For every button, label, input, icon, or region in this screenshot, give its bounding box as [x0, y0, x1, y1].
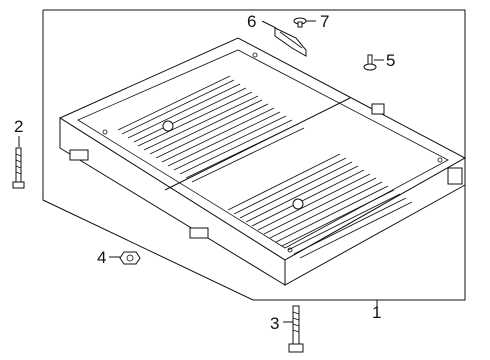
callout-6: 6	[247, 12, 256, 31]
callout-3: 3	[270, 314, 279, 333]
clip-part	[293, 17, 307, 28]
callout-5: 5	[386, 51, 395, 70]
callout-7: 7	[320, 12, 329, 31]
callout-1: 1	[372, 303, 381, 322]
callout-2: 2	[14, 117, 23, 136]
mounting-bolt-part	[288, 305, 304, 353]
leader-6	[261, 20, 277, 29]
callout-4: 4	[97, 248, 106, 267]
flange-nut-part	[119, 251, 141, 265]
screw-part	[363, 54, 377, 71]
battery-tray	[58, 37, 467, 286]
long-bolt-part	[12, 147, 25, 189]
bracket-part	[274, 27, 307, 57]
ribs-right	[227, 153, 413, 259]
assembly-frame	[42, 9, 466, 301]
ribs-left	[117, 75, 305, 183]
